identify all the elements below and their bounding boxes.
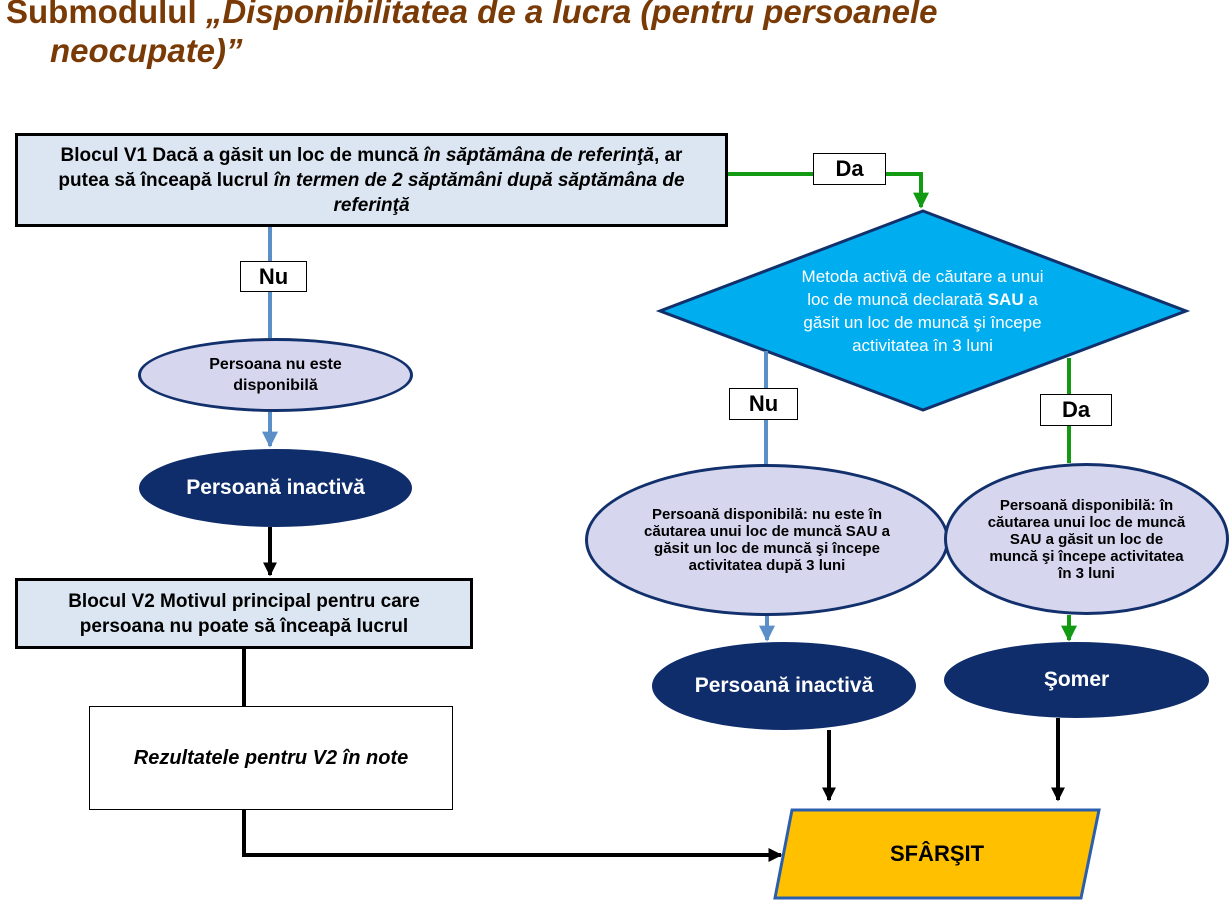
label-nu-left: Nu: [240, 261, 307, 292]
title-prefix: Submodulul: [6, 0, 206, 30]
block-v1-text-3: , ar putea să înceapă lucrul: [58, 144, 683, 191]
decision-text-2: a găsit un loc de muncă şi începe activi…: [803, 290, 1042, 355]
node-disponibila-nu: Persoană disponibilă: nu este în căutare…: [585, 464, 949, 616]
node-inactiva-left: Persoană inactivă: [139, 449, 412, 527]
label-da-top: Da: [813, 153, 886, 185]
end-label: SFÂRŞIT: [889, 841, 985, 866]
page-title: Submodulul „Disponibilitatea de a lucra …: [6, 0, 1226, 70]
arrow-notes-sfarsit: [242, 810, 783, 862]
decision-text-1: Metoda activă de căutare a unui loc de m…: [801, 267, 1044, 309]
label-da-right: Da: [1040, 394, 1112, 426]
decision-diamond: [655, 209, 1191, 412]
node-somer: Şomer: [944, 642, 1209, 718]
block-v1: Blocul V1 Dacă a găsit un loc de muncă î…: [15, 133, 728, 227]
title-italic: „Disponibilitatea de a lucra (pentru per…: [205, 0, 938, 30]
node-nu-disponibila: Persoana nu este disponibilă: [138, 338, 413, 412]
title-line2: neocupate)”: [50, 32, 243, 69]
end-parallelogram: [773, 808, 1101, 900]
arrow-v1-da: [728, 172, 929, 209]
notes-box: Rezultatele pentru V2 în note: [89, 706, 453, 810]
label-nu-right: Nu: [729, 388, 798, 420]
node-inactiva-right: Persoană inactivă: [652, 642, 916, 730]
block-v1-text: Blocul V1 Dacă a găsit un loc de muncă î…: [48, 143, 695, 218]
block-v1-text-4: în termen de 2 săptămâni după săptămâna …: [273, 169, 685, 216]
decision-text: Metoda activă de căutare a unui loc de m…: [790, 241, 1055, 381]
node-disponibila-da: Persoană disponibilă: în căutarea unui l…: [944, 463, 1229, 615]
block-v1-text-2: în săptămâna de referinţă: [423, 144, 654, 166]
block-v2: Blocul V2 Motivul principal pentru care …: [15, 578, 473, 649]
decision-text-sau: SAU: [987, 290, 1024, 309]
block-v1-text-1: Blocul V1 Dacă a găsit un loc de muncă: [60, 144, 424, 166]
